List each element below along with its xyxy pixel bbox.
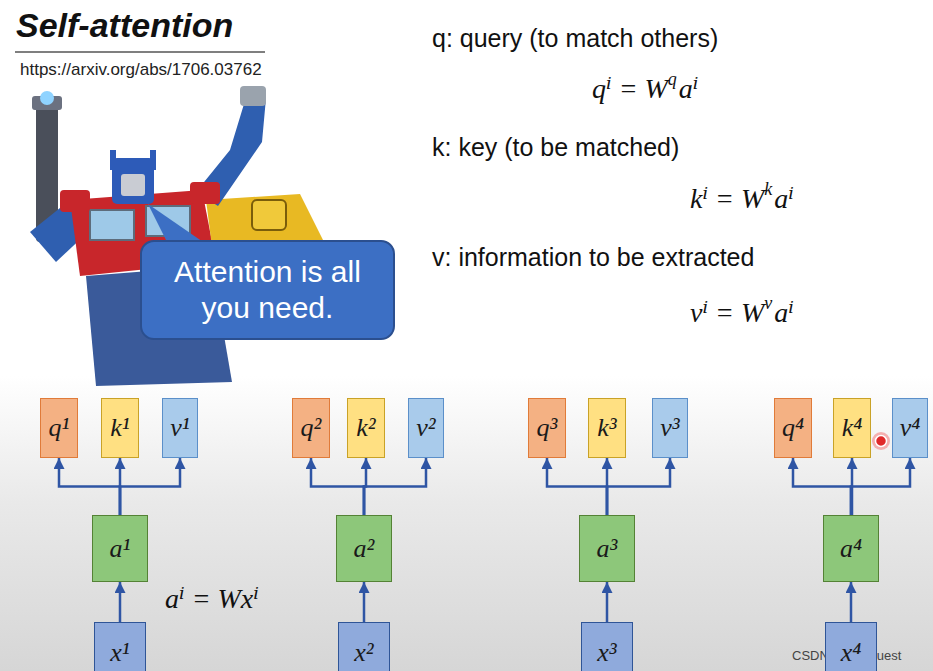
key-box: k⁴ <box>833 398 871 458</box>
key-box: k³ <box>588 398 626 458</box>
vector-label: k¹ <box>110 413 129 443</box>
vector-label: k⁴ <box>842 413 863 443</box>
vector-label: v⁴ <box>900 413 921 443</box>
formula: aⁱ = Wxⁱ <box>165 582 259 615</box>
formula-part: kⁱ = W <box>690 182 764 215</box>
connector-arrow <box>606 582 609 622</box>
value-box: v⁴ <box>892 398 928 458</box>
connector-arrow <box>793 458 851 515</box>
vector-label: k³ <box>597 413 616 443</box>
query-box: q³ <box>528 398 566 458</box>
bubble-tail <box>148 204 206 244</box>
definition-text: q: query (to match others) <box>432 24 718 53</box>
vector-label: x⁴ <box>841 638 862 668</box>
vector-label: k² <box>356 413 375 443</box>
connector-arrow <box>851 458 910 515</box>
vector-label: a⁴ <box>840 534 862 564</box>
formula: qⁱ = Wqaⁱ <box>592 72 699 105</box>
vector-label: x¹ <box>110 638 129 668</box>
input-box: x¹ <box>94 622 146 671</box>
formula-part: aⁱ <box>679 72 699 105</box>
robot-illustration <box>30 86 332 386</box>
formula-superscript: v <box>764 293 772 314</box>
connector-arrow <box>547 458 607 515</box>
key-box: k¹ <box>101 398 139 458</box>
vector-label: v³ <box>660 413 679 443</box>
query-box: q² <box>292 398 330 458</box>
paper-link: https://arxiv.org/abs/1706.03762 <box>20 60 262 80</box>
formula-part: aⁱ <box>774 182 794 215</box>
vector-label: a¹ <box>110 534 131 564</box>
value-box: v³ <box>652 398 688 458</box>
vector-label: x² <box>354 638 373 668</box>
vector-label: q⁴ <box>782 413 804 443</box>
formula-superscript: q <box>668 69 677 90</box>
vector-label: q¹ <box>49 413 70 443</box>
connector-arrow <box>363 582 366 622</box>
formula: kⁱ = Wkaⁱ <box>690 182 794 215</box>
pointer-dot <box>872 432 890 450</box>
value-box: v² <box>408 398 444 458</box>
formula-part: vⁱ = W <box>690 296 764 329</box>
formula-part: aⁱ <box>774 296 794 329</box>
input-box: x³ <box>581 622 633 671</box>
slide-title: Self-attention <box>16 6 233 45</box>
definition-text: k: key (to be matched) <box>432 133 679 162</box>
vector-label: a³ <box>597 534 618 564</box>
vector-label: x³ <box>597 638 616 668</box>
query-box: q⁴ <box>774 398 812 458</box>
value-box: v¹ <box>162 398 198 458</box>
title-underline <box>15 51 265 53</box>
connector-arrow <box>364 458 426 515</box>
speech-bubble: Attention is all you need. <box>140 240 395 340</box>
formula: vⁱ = Wvaⁱ <box>690 296 794 329</box>
vector-label: q² <box>301 413 322 443</box>
embedding-box: a¹ <box>92 515 148 582</box>
formula-superscript: k <box>764 179 772 200</box>
connector-arrow <box>119 582 122 622</box>
vector-label: a² <box>354 534 375 564</box>
definition-text: v: information to be extracted <box>432 243 754 272</box>
embedding-box: a² <box>336 515 392 582</box>
formula-part: qⁱ = W <box>592 72 668 105</box>
embedding-box: a³ <box>579 515 635 582</box>
connector-arrow <box>311 458 364 515</box>
vector-label: q³ <box>537 413 558 443</box>
embedding-box: a⁴ <box>823 515 879 582</box>
key-box: k² <box>347 398 385 458</box>
query-box: q¹ <box>40 398 78 458</box>
connector-arrow <box>59 458 120 515</box>
vector-label: v² <box>416 413 435 443</box>
input-box: x² <box>338 622 390 671</box>
connector-arrow <box>850 582 853 622</box>
connector-arrow <box>120 458 180 515</box>
input-box: x⁴ <box>825 622 877 671</box>
connector-arrow <box>607 458 670 515</box>
vector-label: v¹ <box>170 413 189 443</box>
bubble-text: Attention is all you need. <box>152 254 383 326</box>
